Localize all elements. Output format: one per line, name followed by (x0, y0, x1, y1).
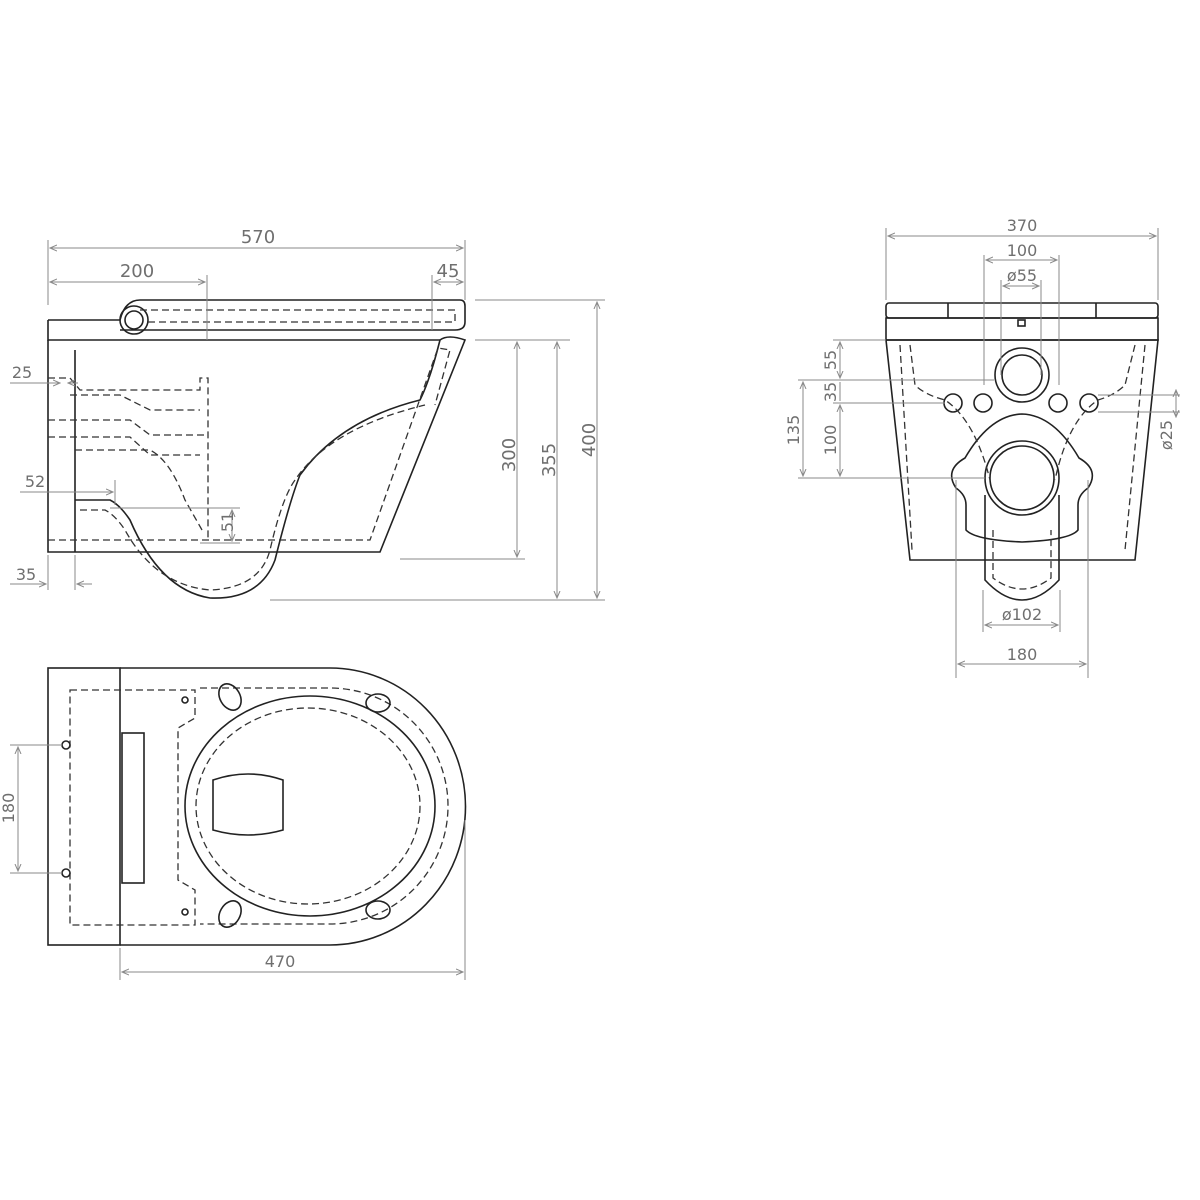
dim-35-fixing: 35 (821, 382, 840, 402)
dim-180-top: 180 (0, 793, 18, 824)
dim-370: 370 (1007, 216, 1038, 235)
dim-355: 355 (539, 443, 560, 477)
dim-100-outlet: 100 (821, 425, 840, 456)
dim-d55: ø55 (1007, 266, 1037, 285)
dim-25: 25 (12, 363, 32, 382)
dim-52: 52 (25, 472, 45, 491)
dim-45: 45 (437, 261, 460, 282)
top-view-outline (47, 667, 467, 946)
side-view: 570 200 45 25 52 51 35 (10, 227, 605, 601)
front-view-dimensions: 370 100 ø55 55 35 100 135 ø25 (784, 216, 1180, 678)
front-view: 370 100 ø55 55 35 100 135 ø25 (784, 216, 1180, 678)
dim-180-front: 180 (1007, 645, 1038, 664)
dim-400: 400 (579, 423, 600, 457)
dim-200: 200 (120, 261, 154, 282)
dim-100-inlet: 100 (1007, 241, 1038, 260)
dim-55: 55 (821, 350, 840, 370)
side-view-outline (47, 299, 467, 599)
dim-51: 51 (218, 512, 237, 532)
front-view-outline (885, 302, 1159, 601)
dim-570: 570 (241, 227, 275, 248)
dim-470: 470 (265, 952, 296, 971)
top-view: 180 470 (0, 667, 467, 980)
top-view-dimensions: 180 470 (0, 744, 466, 980)
dim-35-wall: 35 (16, 565, 36, 584)
side-view-dimensions: 570 200 45 25 52 51 35 (10, 227, 605, 601)
dim-300: 300 (499, 438, 520, 472)
dim-d102: ø102 (1002, 605, 1042, 624)
dim-135: 135 (784, 415, 803, 446)
dim-d25: ø25 (1157, 420, 1176, 450)
